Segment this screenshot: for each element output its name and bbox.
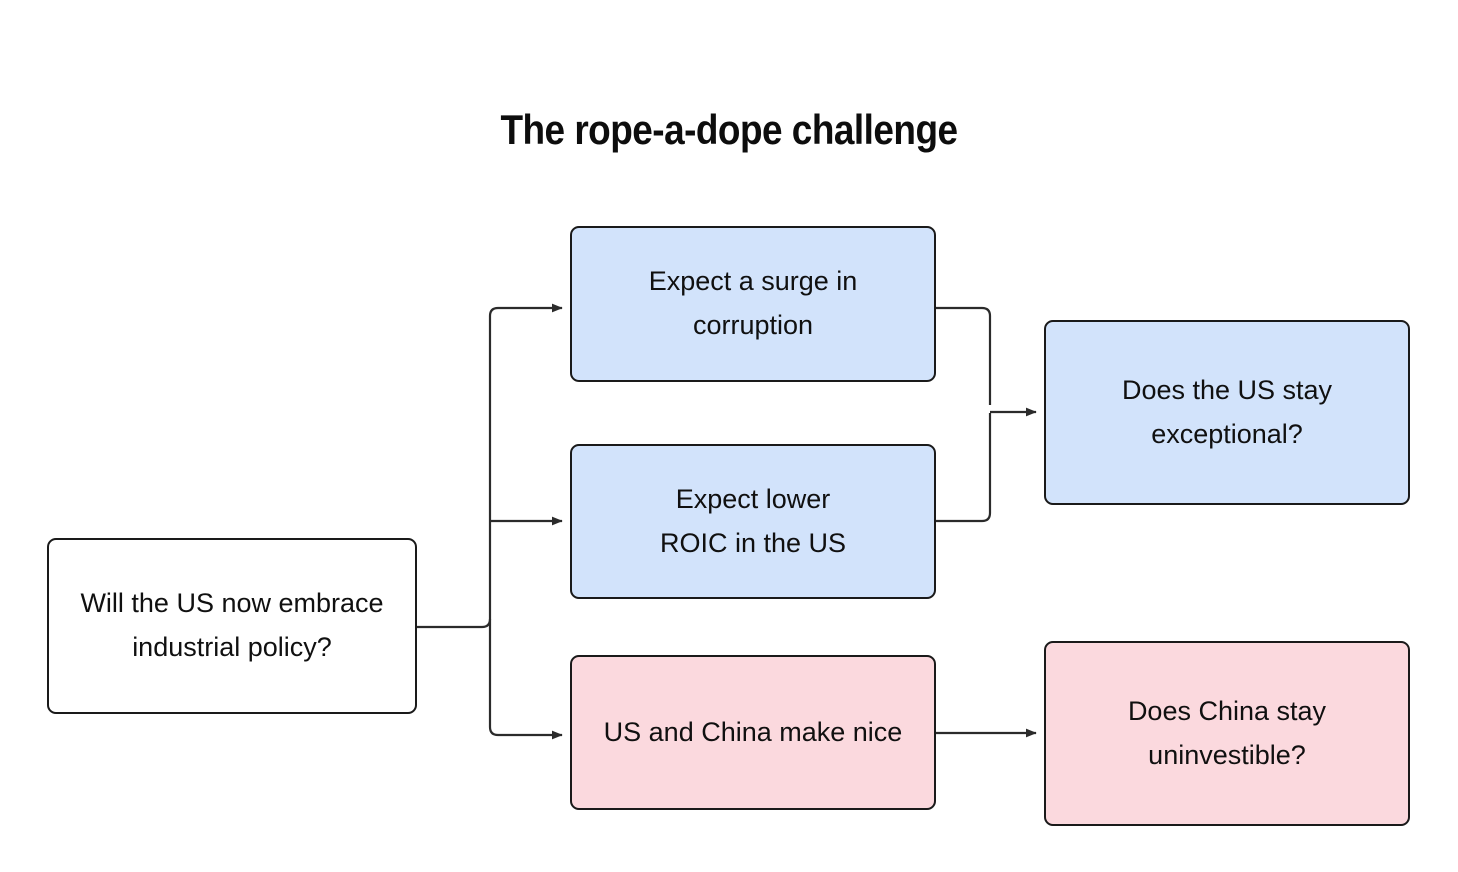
edge-root-to-make-nice bbox=[488, 627, 563, 740]
node-label: Expect lower ROIC in the US bbox=[659, 483, 847, 558]
edge-root-to-corruption bbox=[488, 303, 563, 627]
node-expect-lower-roic-in-the-us[interactable]: Expect lower ROIC in the US bbox=[570, 444, 936, 599]
node-label: Expect a surge in corruption bbox=[648, 266, 858, 340]
node-us-and-china-make-nice[interactable]: US and China make nice bbox=[570, 655, 936, 810]
edge-corruption-to-us-exceptional bbox=[936, 306, 992, 405]
node-label: Will the US now embrace industrial polic… bbox=[80, 588, 384, 662]
page-title: The rope-a-dope challenge bbox=[500, 106, 958, 153]
node-label: Does China stay uninvestible? bbox=[1127, 695, 1327, 770]
edge-roic-to-us-exceptional bbox=[936, 413, 992, 523]
node-label: US and China make nice bbox=[603, 716, 903, 747]
node-will-us-embrace-industrial-policy[interactable]: Will the US now embrace industrial polic… bbox=[47, 538, 417, 714]
edge-root-trunk bbox=[417, 618, 492, 629]
node-does-china-stay-uninvestible[interactable]: Does China stay uninvestible? bbox=[1044, 641, 1410, 826]
node-label: Does the US stay exceptional? bbox=[1121, 374, 1333, 449]
node-does-the-us-stay-exceptional[interactable]: Does the US stay exceptional? bbox=[1044, 320, 1410, 505]
node-expect-surge-in-corruption[interactable]: Expect a surge in corruption bbox=[570, 226, 936, 382]
